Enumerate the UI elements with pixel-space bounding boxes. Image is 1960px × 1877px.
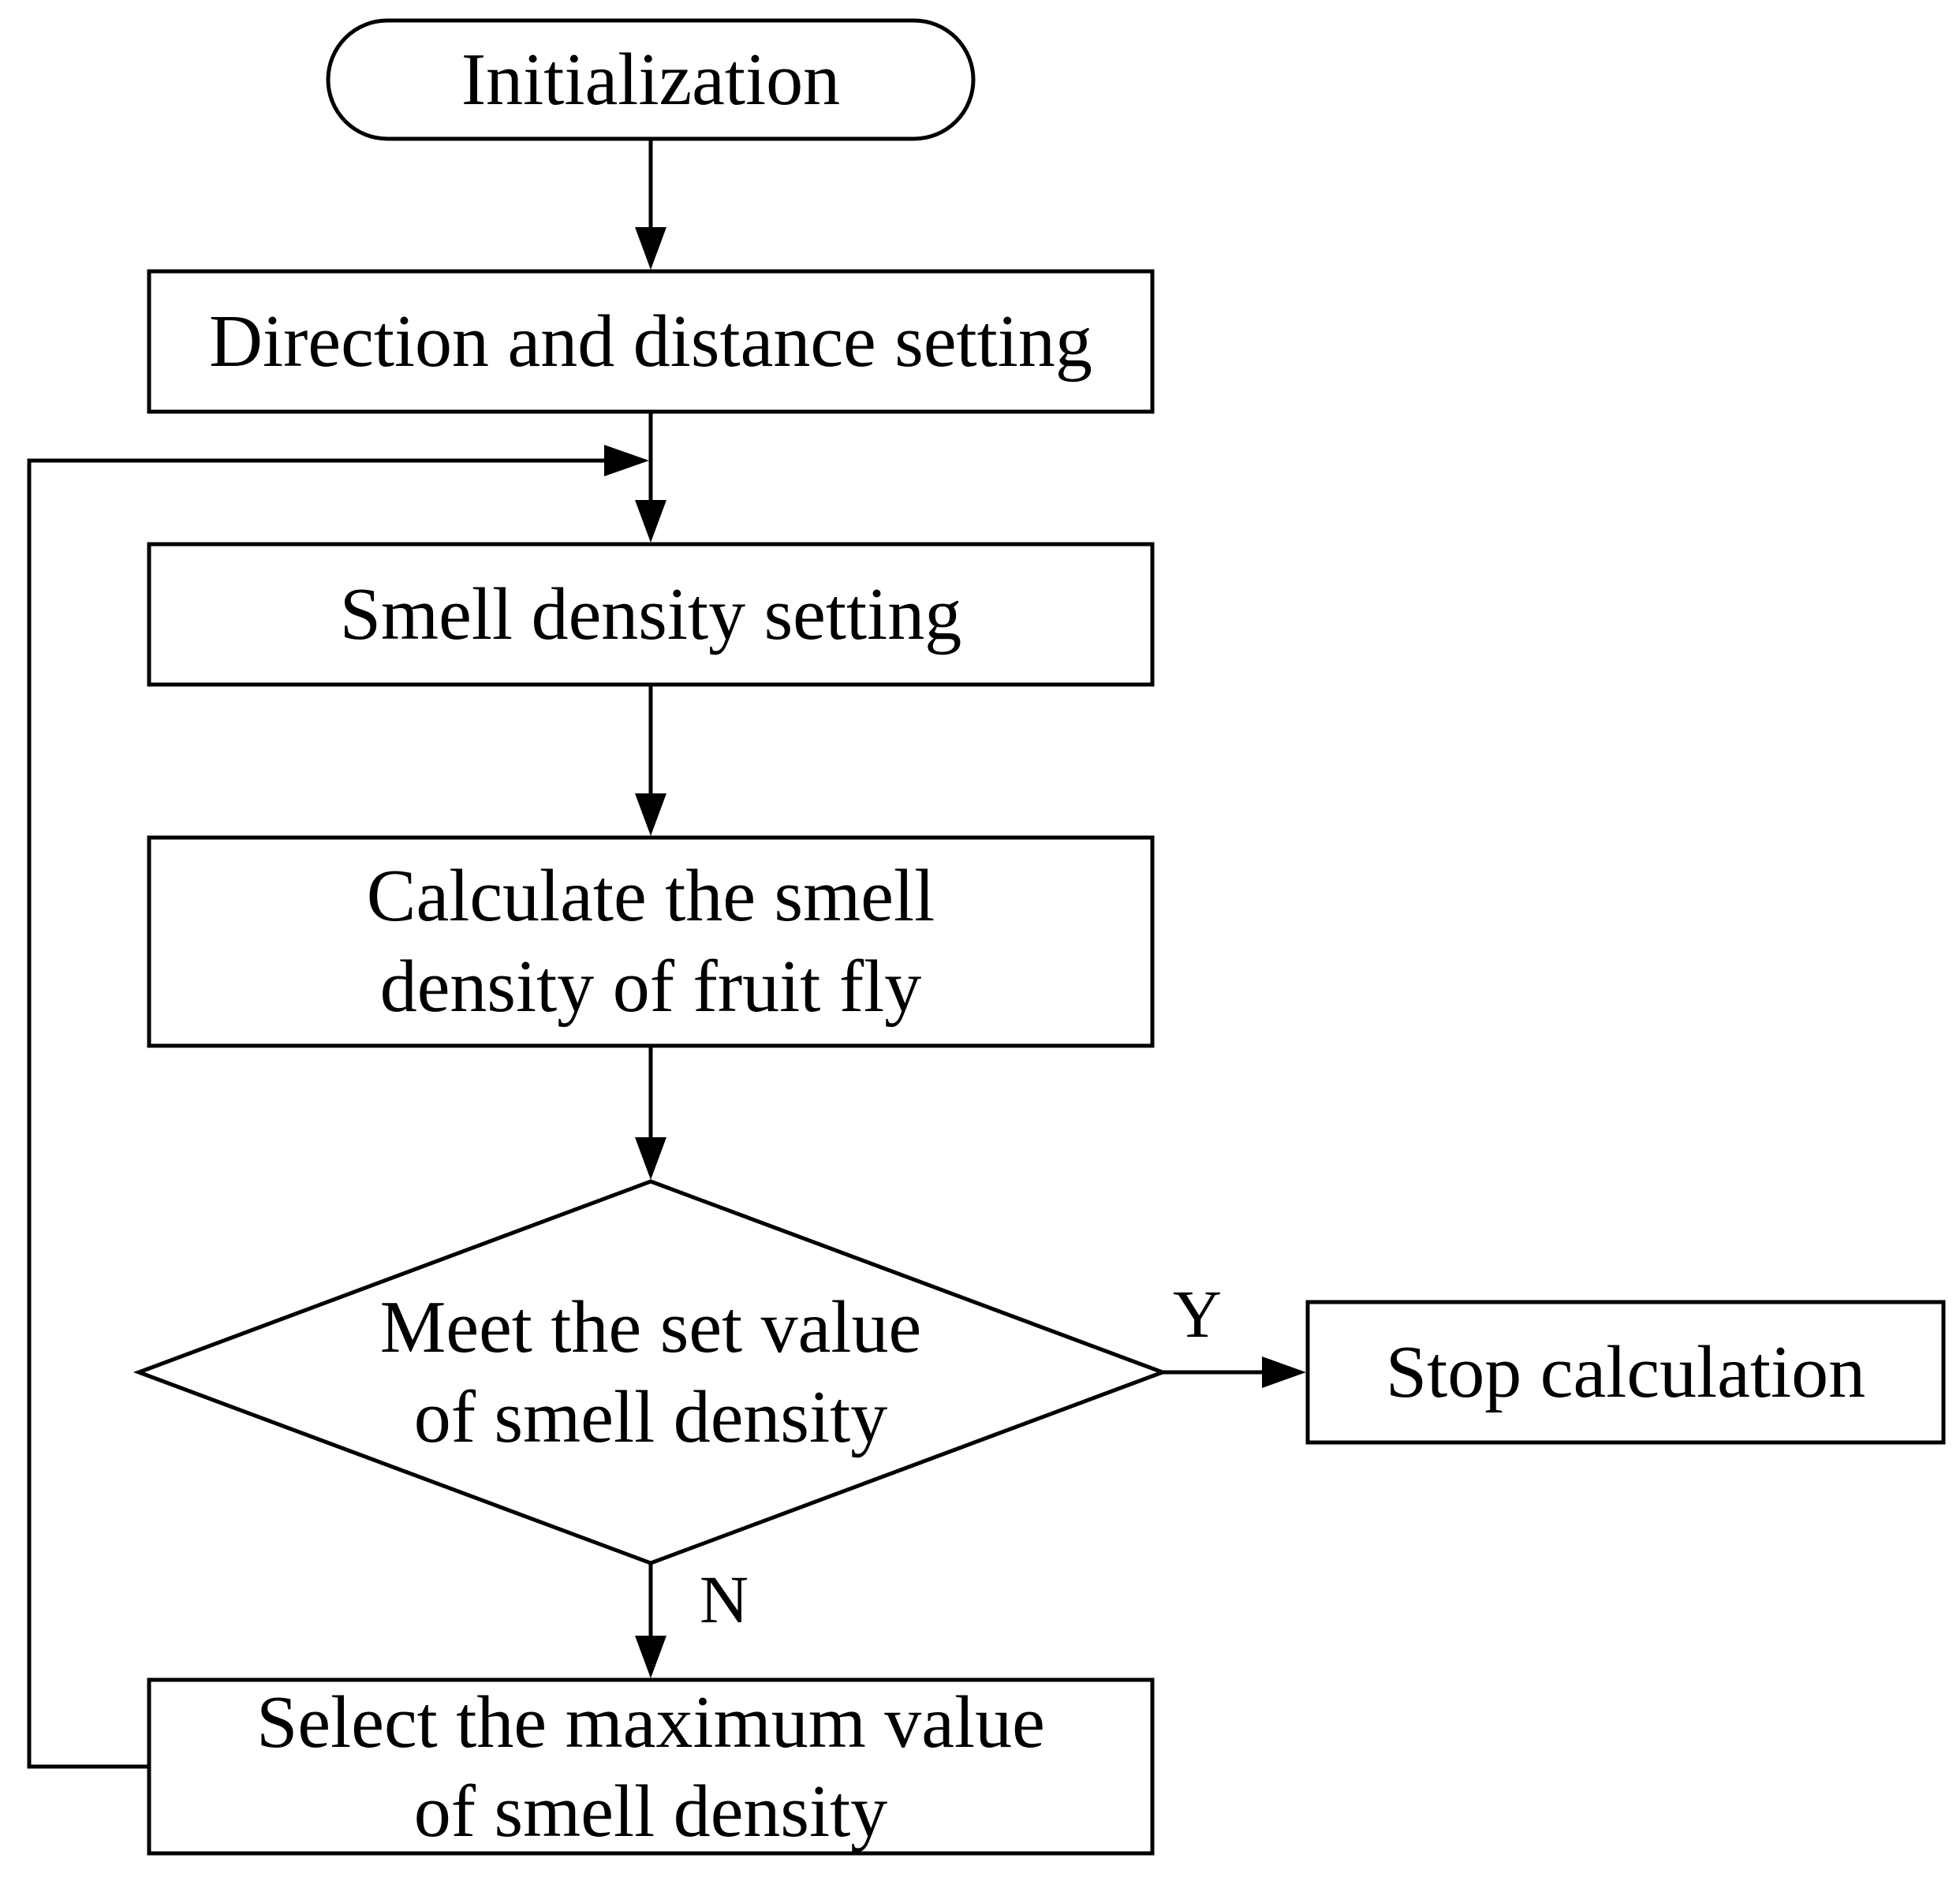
node-select-maximum: Select the maximum value of smell densit… [147, 1677, 1155, 1856]
node-decision-line1: Meet the set value [380, 1286, 921, 1368]
node-select-maximum-line1: Select the maximum value [256, 1681, 1045, 1763]
edge-direction-to-smell-setting [635, 412, 666, 543]
arrowhead-icon [635, 1636, 666, 1678]
node-direction-distance-label: Direction and distance setting [209, 300, 1092, 382]
edge-decision-no: N [635, 1562, 749, 1678]
arrowhead-icon [604, 445, 649, 476]
node-select-maximum-line2: of smell density [414, 1771, 888, 1853]
node-smell-density-setting: Smell density setting [147, 542, 1155, 687]
arrowhead-icon [635, 793, 666, 836]
arrowhead-icon [1262, 1356, 1306, 1388]
process-box [147, 835, 1155, 1048]
process-box [147, 269, 1155, 414]
node-stop-calculation: Stop calculation [1305, 1300, 1946, 1445]
node-smell-density-setting-label: Smell density setting [340, 573, 962, 655]
node-initialization: Initialization [326, 18, 976, 141]
edge-loop-back [27, 445, 649, 1769]
node-decision-line2: of smell density [414, 1376, 888, 1458]
node-calculate-line2: density of fruit fly [380, 946, 922, 1028]
node-decision: Meet the set value of smell density [133, 1179, 1169, 1565]
edge-calculate-to-decision [635, 1046, 666, 1180]
arrowhead-icon [635, 227, 666, 270]
edge-label-yes: Y [1173, 1276, 1222, 1352]
node-calculate-smell-density: Calculate the smell density of fruit fly [147, 835, 1155, 1048]
node-stop-calculation-label: Stop calculation [1386, 1331, 1865, 1413]
decision-diamond [133, 1179, 1169, 1565]
process-box [1305, 1300, 1946, 1445]
arrowhead-icon [635, 1137, 666, 1180]
edge-start-to-direction [635, 139, 666, 270]
edge-smell-setting-to-calculate [635, 685, 666, 836]
edge-decision-yes: Y [1163, 1276, 1306, 1388]
process-box [147, 1677, 1155, 1856]
edge-label-no: N [700, 1562, 749, 1637]
arrowhead-icon [635, 500, 666, 543]
node-direction-distance: Direction and distance setting [147, 269, 1155, 414]
node-calculate-line1: Calculate the smell [367, 855, 935, 937]
node-initialization-label: Initialization [461, 39, 840, 121]
